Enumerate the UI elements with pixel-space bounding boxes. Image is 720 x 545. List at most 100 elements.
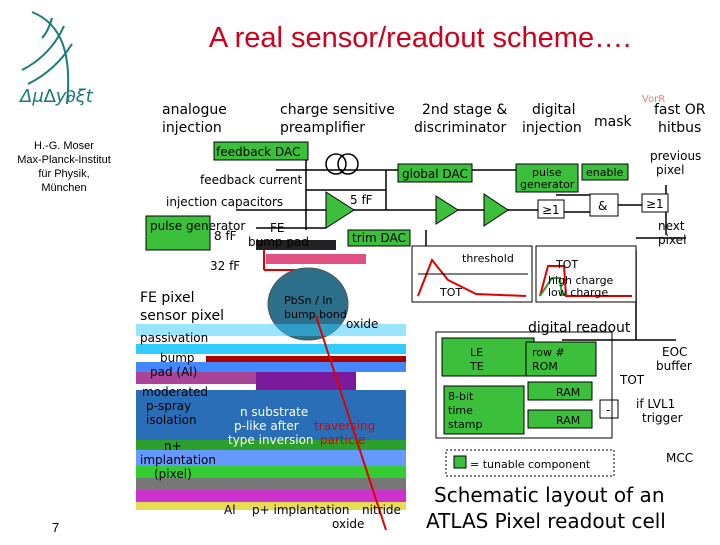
tot1-label: TOT [439, 286, 462, 299]
implantation-label: implantation [140, 453, 216, 467]
bump-pad-al-label: pad (Al) [150, 365, 197, 379]
threshold-waveform [417, 258, 527, 297]
mcc-label: MCC [666, 451, 693, 465]
author-name: H.-G. Moser [34, 140, 94, 152]
and-label: & [598, 199, 607, 213]
le-label: LE [470, 346, 483, 359]
ram2-box [527, 409, 593, 429]
stamp-label: stamp [448, 418, 483, 431]
eight-bit-label: 8-bit [448, 390, 474, 403]
and-box [589, 193, 619, 217]
caption-line2: ATLAS Pixel readout cell [426, 509, 666, 533]
feedback-dac-label: feedback DAC [216, 145, 300, 159]
hdr-hitbus: hitbus [658, 120, 701, 136]
previous-label: previous [650, 149, 701, 163]
nitride-label: nitride [362, 503, 401, 517]
pulse-gen2-box [515, 163, 579, 193]
feedback-dac-box [213, 141, 309, 161]
oxide-bottom-label: oxide [332, 517, 364, 531]
ge1-label: ≥1 [542, 203, 560, 217]
trigger-label: trigger [642, 411, 683, 425]
caption-line1: Schematic layout of an [434, 483, 665, 507]
al-label: Al [224, 503, 236, 517]
slide-number: 7 [52, 520, 60, 535]
bump-bond-label: bump bond [284, 308, 347, 321]
enable-box [581, 163, 629, 181]
time-label: time [448, 404, 473, 417]
second-stage-triangle [435, 195, 459, 225]
particle-label: particle [320, 433, 365, 447]
hdr-preamplifier: preamplifier [280, 120, 365, 136]
buffer-label: buffer [656, 359, 692, 373]
previous-pixel-label: pixel [656, 163, 684, 177]
isolation-label: isolation [146, 413, 197, 427]
fe-label: FE [270, 221, 284, 235]
pulse-generator-box [145, 215, 211, 251]
author-field: für Physik, [38, 168, 90, 180]
lvl1-label: if LVL1 [636, 397, 675, 411]
bump-label: bump [160, 351, 195, 365]
current-source-1 [325, 153, 347, 175]
pspray-label: p-spray [146, 399, 191, 413]
minus-label: - [606, 403, 610, 417]
pixel-readout-diagram: analogue injection charge sensitive prea… [136, 90, 720, 540]
fe-pixel-label: FE pixel [140, 290, 194, 306]
next-label: next [658, 219, 685, 233]
hdr-discriminator: discriminator [414, 120, 506, 136]
tunable-label: = tunable component [470, 458, 591, 471]
ge1-box [537, 199, 565, 219]
high-charge-pulse [539, 265, 632, 297]
ram2-label: RAM [556, 414, 580, 427]
tunable-legend-swatch [453, 455, 467, 469]
author-block: H.-G. Moser Max-Planck-Institut für Phys… [0, 139, 128, 195]
digital-readout-frame [435, 331, 613, 439]
sensor-cross-section [136, 240, 406, 531]
p-implant-label: p+ implantation [252, 503, 349, 517]
pulse-gen2-line1: pulse [532, 166, 562, 179]
rom-label: ROM [532, 360, 558, 373]
hdr-fast-or: fast OR [654, 102, 706, 118]
author-city: München [41, 182, 87, 194]
traversing-label: traversing [314, 419, 375, 433]
discriminator-triangle [483, 193, 509, 227]
passivation-label: passivation [140, 331, 208, 345]
low-charge-label: low charge [548, 286, 608, 299]
digital-readout-label: digital readout [528, 320, 631, 336]
pbsn-label: PbSn / In [284, 294, 333, 307]
global-dac-label: global DAC [402, 167, 468, 181]
feedback-current-label: feedback current [200, 173, 303, 187]
high-charge-label: high charge [548, 274, 614, 287]
minus-box [599, 399, 619, 419]
cap-32ff-label: 32 fF [210, 259, 240, 273]
pulse-gen2-line2: generator [520, 178, 575, 191]
author-institute: Max-Planck-Institut [17, 154, 111, 166]
hdr-2nd-stage: 2nd stage & [422, 102, 507, 118]
hdr-digital: digital [532, 102, 576, 118]
ge1b-box [641, 193, 669, 213]
slide-title: A real sensor/readout scheme…. [208, 22, 632, 54]
hdr-charge-sensitive: charge sensitive [280, 102, 395, 118]
sensor-pixel-label: sensor pixel [140, 308, 224, 324]
n-substrate-label: n substrate [240, 405, 308, 419]
p-like-label: p-like after [234, 419, 299, 433]
row-label: row # [532, 346, 565, 359]
oxide-top-label: oxide [346, 317, 378, 331]
tot3-label: TOT [619, 373, 645, 387]
bump-pad-label: bump pad [248, 235, 309, 249]
trim-dac-box [347, 229, 411, 247]
tot2-label: TOT [555, 258, 578, 271]
global-dac-box [397, 163, 473, 183]
type-inversion-label: type inversion [228, 433, 314, 447]
hdr-injection: injection [162, 120, 222, 136]
row-rom-box [525, 341, 597, 377]
eight-bit-box [443, 385, 525, 435]
cap-5ff-label: 5 fF [350, 193, 373, 207]
hdr-digital-injection: injection [522, 120, 582, 136]
svg-text:Δμ∆y∂ξt: Δμ∆y∂ξt [18, 86, 94, 107]
trim-dac-label: trim DAC [352, 231, 406, 245]
mpi-logo: Δμ∆y∂ξt [2, 4, 122, 114]
hdr-analogue: analogue [162, 102, 227, 118]
pixel-label: (pixel) [154, 467, 192, 481]
threshold-label: threshold [462, 252, 514, 265]
te-label: TE [469, 360, 484, 373]
